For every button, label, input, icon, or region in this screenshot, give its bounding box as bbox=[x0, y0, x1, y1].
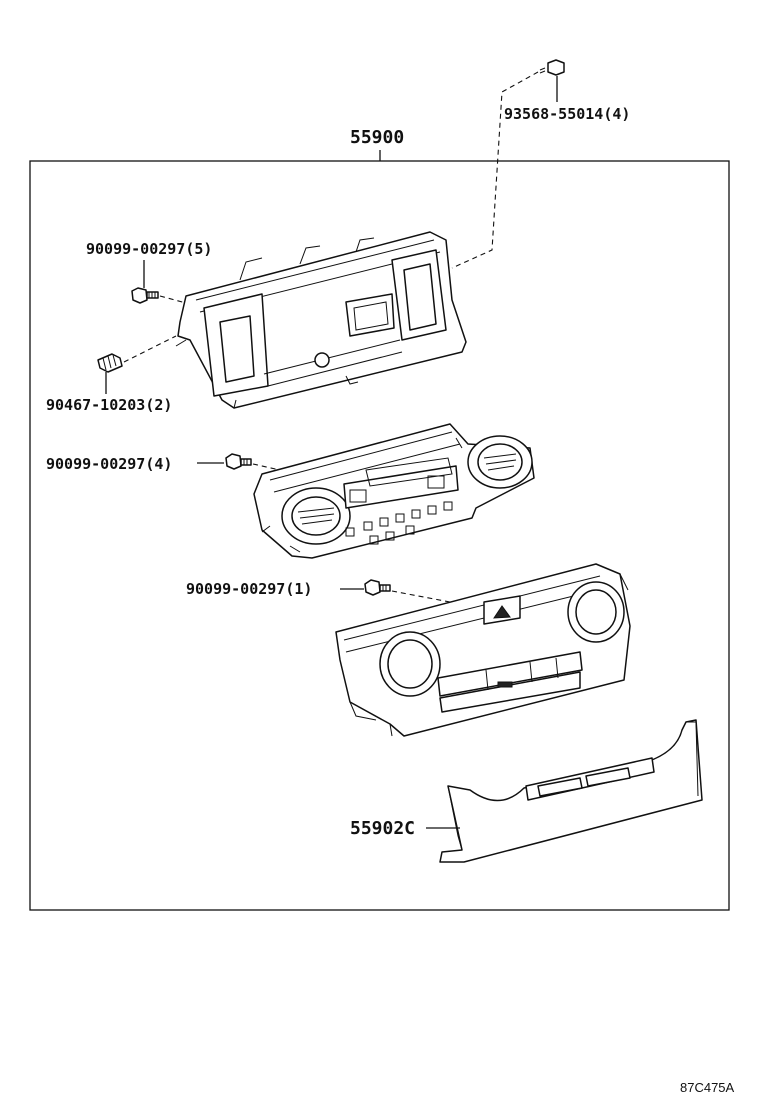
label-screw-control[interactable]: 90099-00297(4) bbox=[46, 455, 172, 473]
label-screw-top[interactable]: 93568-55014(4) bbox=[504, 105, 630, 123]
label-cover[interactable]: 55902C bbox=[350, 818, 415, 839]
screw-bracket-icon[interactable] bbox=[131, 287, 159, 304]
label-screw-bracket[interactable]: 90099-00297(5) bbox=[86, 240, 212, 258]
diagram-code: 87C475A bbox=[680, 1080, 735, 1095]
bracket-frame[interactable] bbox=[175, 231, 467, 409]
label-screw-panel[interactable]: 90099-00297(1) bbox=[186, 580, 312, 598]
label-assembly[interactable]: 55900 bbox=[350, 127, 404, 148]
screw-panel-icon[interactable] bbox=[364, 579, 391, 596]
front-panel[interactable] bbox=[335, 563, 631, 737]
label-clip[interactable]: 90467-10203(2) bbox=[46, 396, 172, 414]
dashed-leader-top bbox=[451, 71, 539, 269]
screw-control-icon[interactable] bbox=[225, 453, 252, 470]
screw-top-icon[interactable] bbox=[539, 59, 565, 76]
clip-icon[interactable] bbox=[97, 353, 123, 373]
control-unit[interactable] bbox=[253, 423, 535, 559]
cover-plate[interactable] bbox=[439, 719, 703, 863]
